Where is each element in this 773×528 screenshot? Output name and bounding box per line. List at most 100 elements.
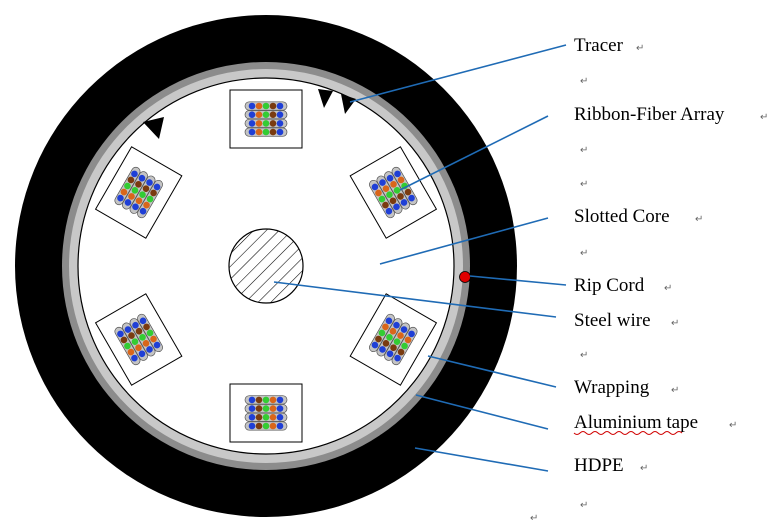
fiber-dot <box>143 323 150 331</box>
label-wrapping: Wrapping <box>574 377 650 398</box>
paragraph-mark: ↵ <box>729 420 737 431</box>
fiber-dot <box>371 341 379 349</box>
fiber-dot <box>146 329 154 337</box>
fiber-dot <box>248 414 256 421</box>
paragraph-mark: ↵ <box>636 43 644 54</box>
paragraph-mark: ↵ <box>580 500 588 511</box>
fiber-dot <box>128 332 135 339</box>
steel-wire <box>228 228 304 304</box>
fiber-dot <box>124 326 132 333</box>
fiber-dot <box>255 102 263 110</box>
fiber-dot <box>139 334 146 341</box>
leader-slotted-core <box>379 217 549 265</box>
fiber-dot <box>371 183 379 191</box>
fiber-dot <box>262 422 270 430</box>
fiber-dot <box>382 340 390 347</box>
fiber-slot <box>94 293 183 386</box>
fiber-dot <box>382 201 389 209</box>
fiber-slot <box>229 89 303 149</box>
paragraph-mark: ↵ <box>664 283 672 294</box>
fiber-dot <box>131 354 138 362</box>
rip-cord <box>459 271 471 283</box>
fiber-dot <box>146 179 153 186</box>
fiber-dot <box>375 335 382 343</box>
paragraph-mark: ↵ <box>580 76 588 87</box>
fiber-dot <box>135 327 143 335</box>
fiber-dot <box>378 195 386 203</box>
fiber-slot <box>94 146 183 239</box>
fiber-dot <box>382 185 390 192</box>
fiber-dot <box>255 405 263 412</box>
fiber-dot <box>262 414 270 421</box>
fiber-dot <box>390 180 397 188</box>
fiber-dot <box>142 185 150 192</box>
fiber-dot <box>276 111 284 118</box>
leader-lines <box>273 44 567 472</box>
fiber-dot <box>150 189 157 197</box>
fiber-dot <box>255 128 263 136</box>
fiber-dot <box>248 102 256 110</box>
fiber-dot <box>408 194 415 202</box>
fiber-dot <box>276 102 284 110</box>
fiber-dot <box>400 326 408 333</box>
fiber-dot <box>255 396 263 404</box>
fiber-dot <box>269 405 277 412</box>
fiber-dot <box>276 120 284 127</box>
fiber-dot <box>400 199 408 206</box>
fiber-dot <box>255 111 263 118</box>
spellcheck-underline <box>573 431 683 435</box>
fiber-dot <box>255 414 263 421</box>
fiber-dot <box>131 170 138 178</box>
fiber-dot <box>386 174 394 182</box>
labels: Tracer Ribbon-Fiber Array Slotted Core R… <box>573 35 725 476</box>
fiber-dot <box>255 120 263 127</box>
fiber-slot <box>229 383 303 443</box>
fiber-dot <box>379 179 386 186</box>
fiber-dot <box>146 346 153 353</box>
fiber-dot <box>120 188 128 196</box>
fiber-dot <box>153 341 161 349</box>
paragraph-mark: ↵ <box>760 112 768 123</box>
fiber-dot <box>262 120 270 127</box>
fiber-dot <box>389 327 397 335</box>
fiber-slots <box>94 89 438 443</box>
paragraph-mark: ↵ <box>580 145 588 156</box>
fiber-dot <box>124 199 132 206</box>
tracer-notches <box>143 89 356 139</box>
fiber-dot <box>135 344 142 352</box>
fiber-slot <box>349 293 438 386</box>
fiber-dot <box>404 188 412 196</box>
leader-rip-cord <box>469 275 567 286</box>
label-aluminium-tape: Aluminium tape <box>574 412 698 433</box>
fiber-dot <box>248 405 256 412</box>
fiber-dot <box>393 187 401 194</box>
label-rip-cord: Rip Cord <box>574 275 645 296</box>
fiber-dot <box>132 203 139 211</box>
fiber-dot <box>393 338 401 345</box>
paragraph-mark: ↵ <box>580 179 588 190</box>
paragraph-mark: ↵ <box>671 385 679 396</box>
fiber-dot <box>248 120 256 127</box>
fiber-dot <box>386 350 394 358</box>
label-steel-wire: Steel wire <box>574 310 651 331</box>
fiber-dot <box>276 396 284 404</box>
fiber-dot <box>146 195 154 203</box>
fiber-dot <box>394 354 401 362</box>
fiber-dot <box>135 180 142 188</box>
fiber-dot <box>382 323 389 331</box>
fiber-dot <box>128 193 135 200</box>
fiber-dot <box>269 422 277 430</box>
fiber-dot <box>127 348 135 356</box>
fiber-dot <box>139 317 147 325</box>
fiber-dot <box>385 317 393 325</box>
fiber-dot <box>262 128 270 136</box>
fiber-dot <box>248 111 256 118</box>
fiber-dot <box>401 342 408 350</box>
fiber-dot <box>404 336 412 344</box>
fiber-dot <box>397 193 404 200</box>
fiber-dot <box>386 191 393 198</box>
fiber-dot <box>393 321 400 329</box>
fiber-dot <box>394 170 401 178</box>
fiber-dot <box>386 334 393 341</box>
